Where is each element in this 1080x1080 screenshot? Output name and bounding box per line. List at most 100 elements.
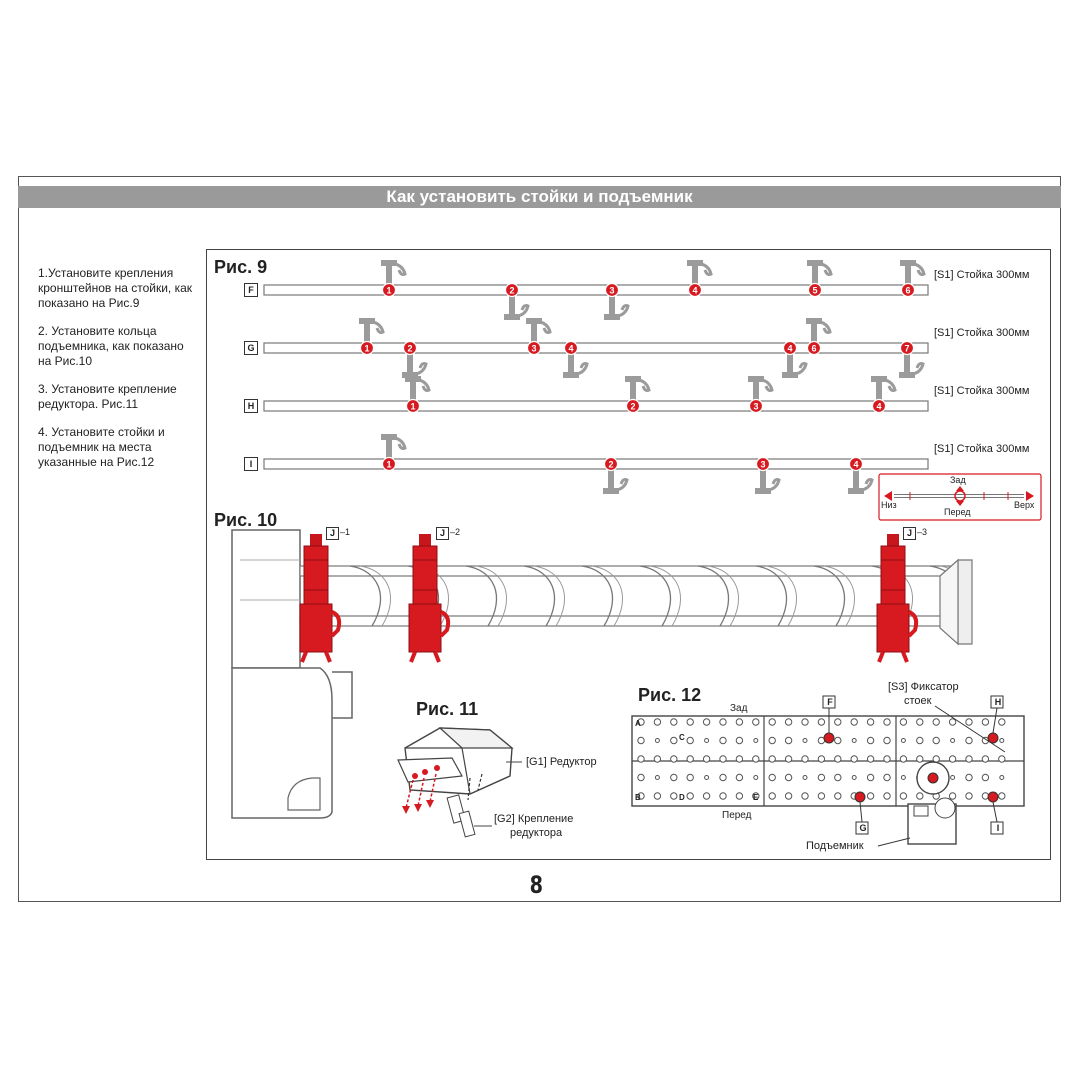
- marker-label: 3: [760, 460, 765, 470]
- rail-F: [263, 284, 929, 296]
- marker-label: 3: [531, 344, 536, 354]
- marker-F-1: [381, 282, 397, 298]
- bracket-I-1: 1: [381, 434, 407, 472]
- instruction-steps: 1.Установите крепления кронштейнов на ст…: [38, 266, 198, 483]
- callout-H: H: [994, 697, 1002, 707]
- marker-G-6: [806, 340, 822, 356]
- marker-label: 4: [853, 460, 858, 470]
- legend-bottom: Перед: [944, 507, 971, 517]
- marker-G-3: [526, 340, 542, 356]
- marker-G-7: [899, 340, 915, 356]
- bracket-I-2: 2: [603, 456, 629, 494]
- bracket-F-5: 5: [807, 260, 833, 298]
- step-4: 4. Установите стойки и подъемник на мест…: [38, 425, 165, 469]
- bracket-G-6: 6: [806, 318, 832, 356]
- reducer-label: [G1] Редуктор: [526, 756, 597, 768]
- bracket-F-3: 3: [604, 282, 630, 320]
- pegboard-holes: [637, 718, 1006, 800]
- marker-label: 1: [386, 286, 391, 296]
- motor-housing-bottom: [231, 667, 333, 819]
- marker-G-1: [359, 340, 375, 356]
- end-bracket: [957, 559, 973, 645]
- marker-F-4: [687, 282, 703, 298]
- grid-letter-C: C: [679, 733, 685, 742]
- clip-1-suffix: –1: [340, 527, 351, 537]
- orientation-legend: [878, 473, 1042, 521]
- fig11-title: Рис. 11: [416, 699, 479, 719]
- bracket-I-3: 3: [755, 456, 781, 494]
- rail-H: [263, 400, 929, 412]
- board-front-label: Перед: [722, 810, 752, 821]
- page-frame: [18, 176, 1061, 902]
- marker-G-2: [402, 340, 418, 356]
- marker-label: 2: [630, 402, 635, 412]
- bracket-F-4: 4: [687, 260, 713, 298]
- page-number: 8: [529, 871, 544, 899]
- auger-shaft-bottom: [299, 615, 963, 627]
- marker-label: 6: [811, 344, 816, 354]
- clip-2: [408, 534, 451, 663]
- lock-label-2: стоек: [904, 695, 932, 707]
- fig12-diagram: [631, 705, 1025, 847]
- marker-label: 1: [386, 460, 391, 470]
- clip-2-suffix: –2: [450, 527, 461, 537]
- marker-label: 3: [609, 286, 614, 296]
- marker-H-2: [625, 398, 641, 414]
- row-letter-G: G: [244, 341, 258, 355]
- lock-label-1: [S3] Фиксатор: [888, 681, 959, 693]
- arrow-left-icon: [884, 491, 892, 501]
- bracket-H-2: 2: [625, 376, 651, 414]
- step-2: 2. Установите кольца подъемника, как пок…: [38, 324, 184, 368]
- motor-housing-top: [231, 529, 301, 669]
- clip-2-letter: J: [436, 527, 449, 540]
- fig9-row-H-label: [S1] Стойка 300мм: [934, 385, 1030, 397]
- marker-I-2: [603, 456, 619, 472]
- callout-I: I: [996, 823, 1000, 833]
- marker-F-2: [504, 282, 520, 298]
- callout-F-ring: [823, 732, 835, 744]
- fig11-diagram: [397, 727, 522, 838]
- marker-label: 7: [904, 344, 909, 354]
- marker-I-4: [848, 456, 864, 472]
- marker-label: 4: [876, 402, 881, 412]
- marker-label: 6: [905, 286, 910, 296]
- arrow-down-icon: [956, 501, 964, 506]
- arrow-up-icon: [956, 486, 964, 491]
- reducer-mount-label-2: редуктора: [510, 827, 563, 839]
- bracket-G-3: 3: [526, 318, 552, 356]
- fig10-title: Рис. 10: [214, 510, 278, 530]
- marker-label: 4: [568, 344, 573, 354]
- grid-letter-B: B: [635, 793, 641, 802]
- callout-I-ring: [987, 791, 999, 803]
- row-letter-H: H: [244, 399, 258, 413]
- lift-label: Подъемник: [806, 840, 864, 852]
- marker-G-4: [563, 340, 579, 356]
- red-clips: [299, 534, 919, 663]
- marker-label: 4: [692, 286, 697, 296]
- fig9-row-I-label: [S1] Стойка 300мм: [934, 443, 1030, 455]
- reducer-mount-label-1: [G2] Крепление: [494, 813, 574, 825]
- clip-3-suffix: –3: [917, 527, 928, 537]
- bracket-H-4: 4: [871, 376, 897, 414]
- grid-letter-A: A: [635, 719, 641, 728]
- marker-label: 2: [407, 344, 412, 354]
- step-1: 1.Установите крепления кронштейнов на ст…: [38, 266, 193, 310]
- callout-F: F: [827, 697, 833, 707]
- marker-I-3: [755, 456, 771, 472]
- grid-letter-E: E: [753, 793, 759, 802]
- bracket-G-4: 4: [563, 340, 589, 378]
- legend-right: Верх: [1014, 500, 1035, 510]
- legend-left: Низ: [881, 500, 897, 510]
- marker-label: 1: [410, 402, 415, 412]
- figure-frame: [206, 249, 1051, 860]
- marker-G-4: [782, 340, 798, 356]
- legend-top: Зад: [950, 475, 966, 485]
- bracket-F-2: 2: [504, 282, 530, 320]
- marker-F-3: [604, 282, 620, 298]
- auger-shaft-top: [299, 565, 963, 577]
- marker-label: 2: [509, 286, 514, 296]
- fig12-title: Рис. 12: [638, 685, 702, 705]
- fig10-diagram: [231, 529, 973, 819]
